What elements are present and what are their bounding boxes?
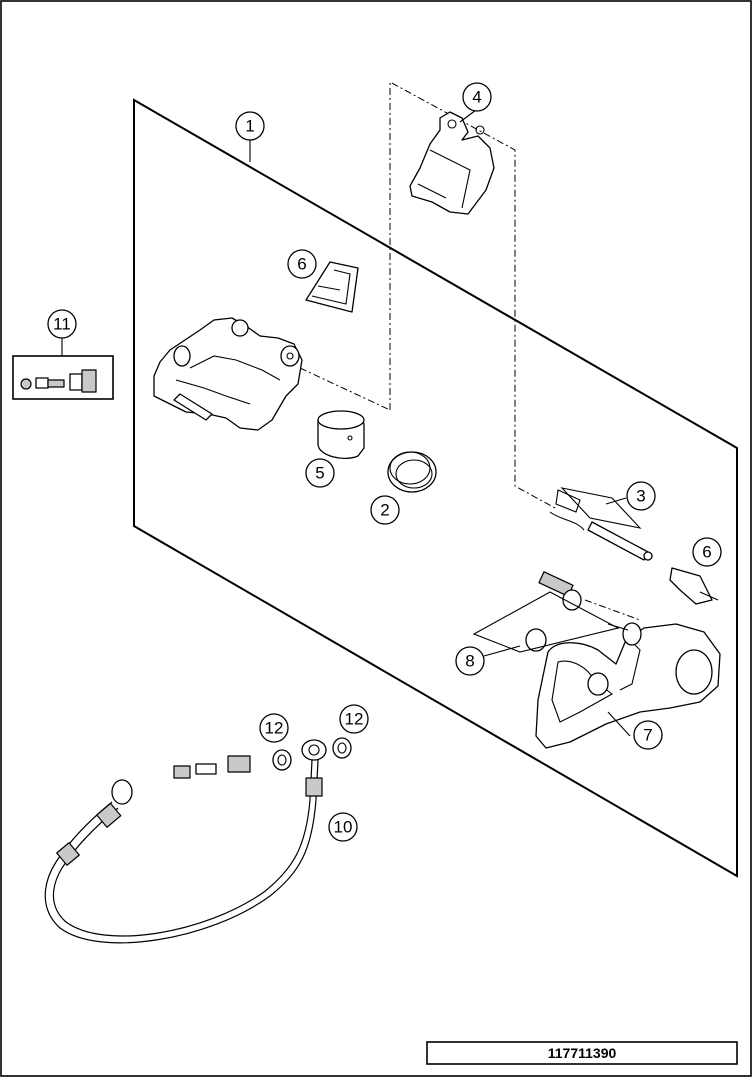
piston-part [317,410,365,459]
svg-text:11: 11 [53,315,71,334]
bleeder-screw-kit-box [12,355,114,400]
svg-text:6: 6 [297,255,306,274]
callout-7: 7 [633,720,663,750]
callout-3: 3 [626,481,656,511]
svg-text:2: 2 [380,501,389,520]
svg-text:5: 5 [315,464,324,483]
caliper-bracket-part [535,623,721,749]
callout-1: 1 [235,111,265,141]
callout-2: 2 [370,495,400,525]
callout-4: 4 [462,82,492,112]
alignment-lines [299,81,641,621]
callout-leaders [61,109,631,737]
drawing-number-box: 117711390 [426,1041,738,1065]
bleeder-fittings-part [173,755,251,779]
svg-text:10: 10 [334,818,353,837]
pad-spring-part-upper [305,261,359,313]
callout-5: 5 [305,458,335,488]
callout-11: 11 [47,309,77,339]
callout-12-left: 12 [259,713,289,743]
sealing-washers-part [272,737,352,771]
svg-text:12: 12 [345,710,364,729]
callout-8: 8 [455,646,485,676]
piston-seal-part [387,451,437,493]
svg-text:3: 3 [636,487,645,506]
pin-and-clip-part [549,487,653,561]
drawing-number: 117711390 [548,1045,617,1061]
brake-pad-part [409,111,495,215]
svg-text:1: 1 [245,117,254,136]
svg-text:7: 7 [643,726,652,745]
svg-text:6: 6 [702,543,711,562]
callout-12-right: 12 [339,704,369,734]
brake-hose-part [44,739,327,944]
guide-bolts-part [472,571,642,696]
caliper-body-part [153,317,303,431]
svg-text:8: 8 [465,652,474,671]
callout-10: 10 [328,812,358,842]
svg-text:12: 12 [265,719,284,738]
svg-text:4: 4 [472,88,481,107]
callout-6-lower: 6 [692,537,722,567]
callout-6-upper: 6 [287,249,317,279]
assembly-group-plate [133,98,738,878]
pad-spring-part-lower [669,567,719,605]
